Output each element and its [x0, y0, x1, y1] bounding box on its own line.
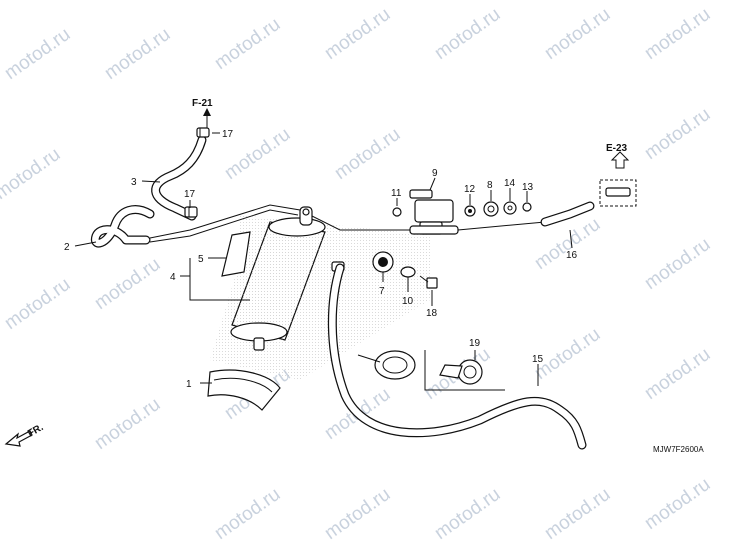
- part-13: [522, 202, 532, 212]
- canister-4: [230, 206, 345, 351]
- vent-line: [149, 204, 410, 243]
- part-11: [392, 207, 402, 217]
- callout-17-lower: 17: [184, 189, 196, 200]
- bolt-18: [419, 275, 438, 289]
- hose-2: [90, 205, 155, 248]
- callout-13: 13: [522, 182, 534, 193]
- clip-17-top: [196, 127, 210, 138]
- watermark: motod.ru: [1, 274, 74, 334]
- ref-e23: E-23: [606, 143, 628, 154]
- callout-11: 11: [391, 188, 402, 199]
- watermark: motod.ru: [641, 344, 714, 404]
- tube-15: [327, 263, 587, 450]
- watermark: motod.ru: [541, 4, 614, 64]
- watermark: motod.ru: [541, 484, 614, 544]
- clip-17-lower: [184, 206, 198, 218]
- arrow-up-icon: [203, 108, 211, 128]
- callout-5: 5: [198, 254, 204, 265]
- plate-5: [221, 231, 251, 277]
- watermark: motod.ru: [211, 484, 284, 544]
- watermark: motod.ru: [431, 484, 504, 544]
- hose-3: [151, 135, 207, 221]
- callout-15: 15: [532, 354, 544, 365]
- callout-2: 2: [64, 242, 70, 253]
- callout-9: 9: [432, 168, 438, 179]
- part-14: [503, 201, 517, 215]
- front-arrow-icon: [4, 430, 33, 447]
- watermark: motod.ru: [101, 24, 174, 84]
- callout-3: 3: [131, 177, 137, 188]
- watermark: motod.ru: [431, 4, 504, 64]
- watermark: motod.ru: [641, 234, 714, 294]
- part-12: [464, 205, 476, 217]
- part-8: [483, 201, 499, 217]
- watermark: motod.ru: [641, 4, 714, 64]
- watermark: motod.ru: [321, 4, 394, 64]
- callout-16: 16: [566, 250, 578, 261]
- callout-14: 14: [504, 178, 516, 189]
- e23-arrow-icon: [610, 151, 630, 169]
- watermark: motod.ru: [331, 124, 404, 184]
- diagram-code: MJW7F2600A: [653, 445, 704, 454]
- hose-16: [457, 179, 637, 231]
- grommet-7: [372, 251, 394, 273]
- callout-7: 7: [379, 286, 385, 297]
- watermark: motod.ru: [211, 14, 284, 74]
- watermark: motod.ru: [321, 484, 394, 544]
- callout-8: 8: [487, 180, 493, 191]
- front-label: FR.: [26, 422, 46, 440]
- callout-17-top: 17: [222, 129, 234, 140]
- leader-lines: [74, 132, 573, 386]
- callout-4: 4: [170, 272, 176, 283]
- watermark: motod.ru: [641, 474, 714, 534]
- watermark: motod.ru: [0, 144, 64, 204]
- watermark: motod.ru: [91, 254, 164, 314]
- watermark: motod.ru: [1, 24, 74, 84]
- ref-f21: F-21: [192, 98, 213, 109]
- valve-9: [409, 189, 459, 235]
- callout-19: 19: [469, 338, 481, 349]
- callout-18: 18: [426, 308, 438, 319]
- clamp-19: [424, 350, 505, 391]
- clamp: [357, 350, 416, 380]
- washer-10: [400, 266, 416, 278]
- watermark: motod.ru: [91, 394, 164, 454]
- holder-1: [207, 369, 281, 411]
- callout-1: 1: [186, 379, 192, 390]
- watermark: motod.ru: [641, 104, 714, 164]
- callout-12: 12: [464, 184, 476, 195]
- callout-10: 10: [402, 296, 414, 307]
